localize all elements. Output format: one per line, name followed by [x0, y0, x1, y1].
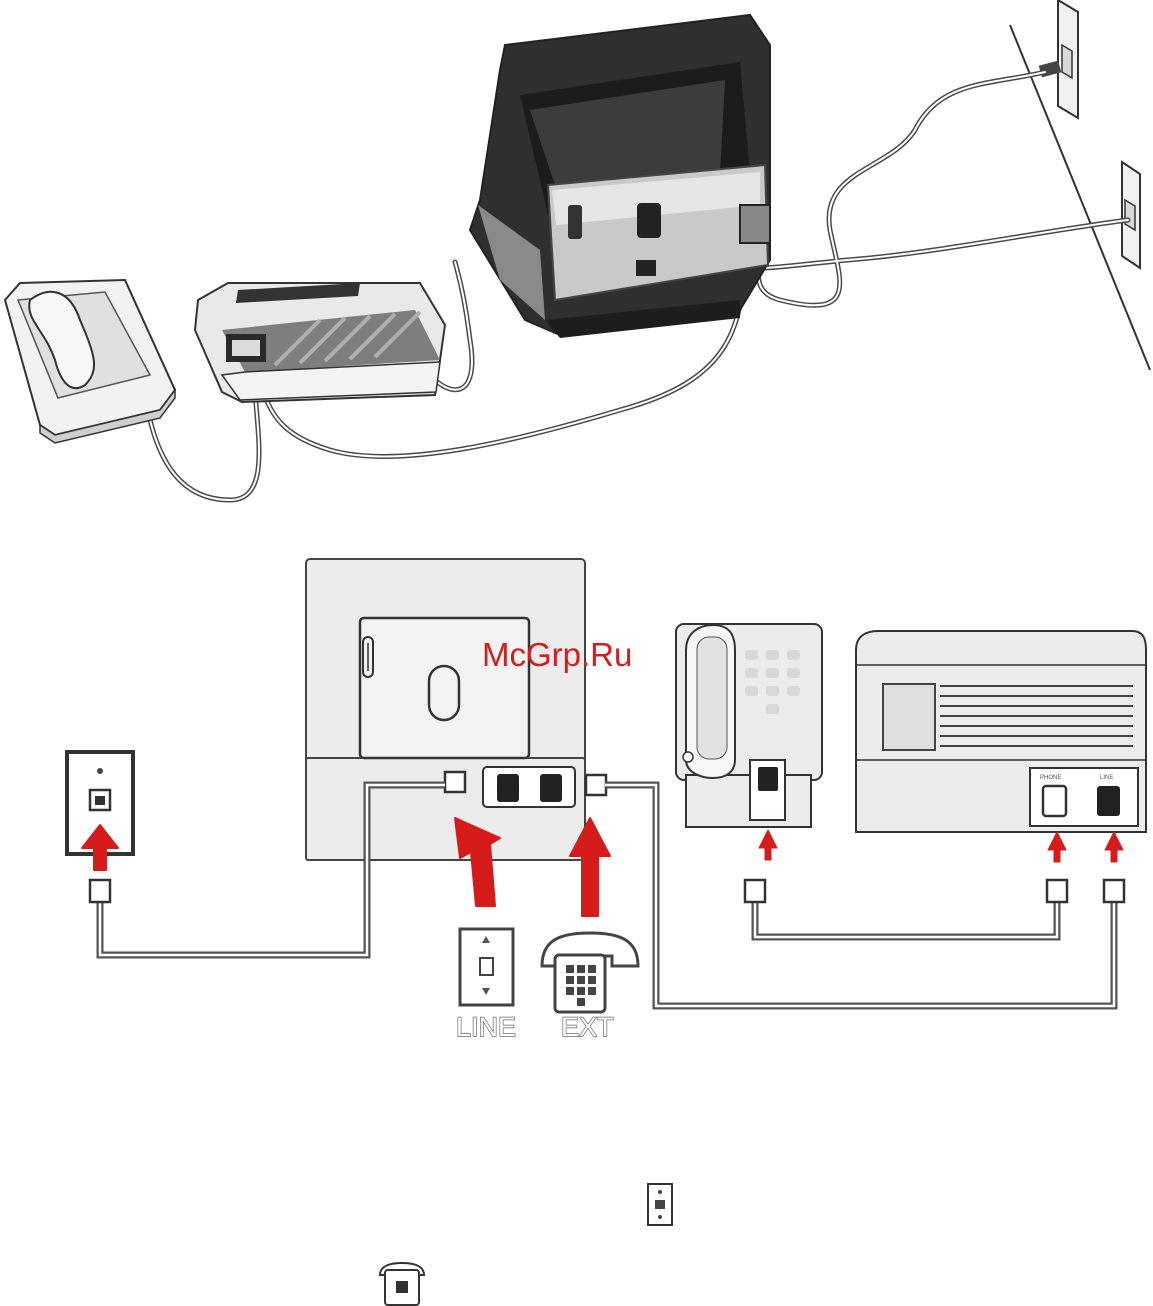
bottom-diagram: PHONE LINE — [67, 559, 1146, 1042]
printer-device — [470, 15, 770, 338]
answering-machine — [195, 283, 445, 402]
wall-jack-icon — [648, 1184, 672, 1225]
upper-wall-jack — [1039, 0, 1078, 118]
top-illustration — [5, 0, 1150, 500]
fax-port-phone-label: PHONE — [1040, 775, 1061, 781]
telephone-icon — [380, 1263, 424, 1305]
fax-machine: PHONE LINE — [856, 631, 1146, 832]
fax-port-line-label: LINE — [1100, 775, 1113, 781]
plug-ends — [90, 880, 1124, 902]
watermark: McGrp.Ru — [482, 636, 632, 673]
telephone-bottom — [676, 624, 822, 827]
wall-jack-icon — [460, 929, 513, 1005]
printer-panel — [306, 559, 606, 860]
line-label: LINE — [456, 1012, 516, 1042]
telephone-icon — [542, 933, 638, 1012]
ext-label: EXT — [561, 1012, 614, 1042]
telephone-top — [5, 280, 175, 443]
lower-wall-jack — [1122, 162, 1140, 268]
